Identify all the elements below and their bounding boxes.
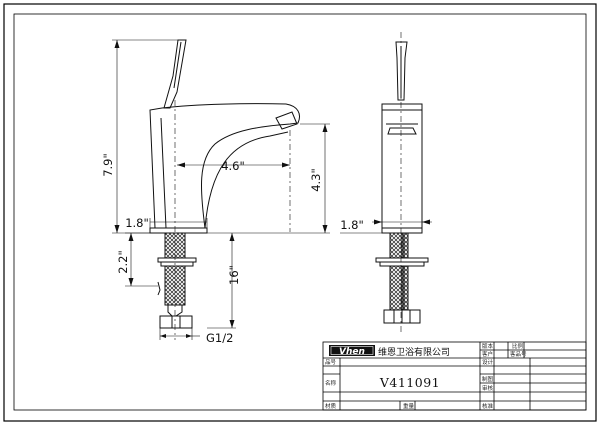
dim-hose-length: 16" xyxy=(227,265,241,285)
model-number: V411091 xyxy=(379,375,440,390)
dim-base-width-front: 1.8" xyxy=(340,218,364,232)
side-hose-fitting xyxy=(159,315,193,329)
side-base xyxy=(149,227,208,234)
front-faucet-body xyxy=(381,103,423,229)
dim-spout-height: 4.3" xyxy=(309,168,323,192)
side-handle xyxy=(163,39,187,109)
sheet-inner-border xyxy=(13,13,587,411)
label-weight: 重量 xyxy=(403,402,415,410)
label-version: 版本 xyxy=(482,342,494,350)
label-customer: 客户 xyxy=(482,350,493,358)
brand-logo-badge xyxy=(329,345,375,356)
sheet-outer-border xyxy=(3,3,597,422)
side-dimension-lines xyxy=(112,39,330,340)
side-arrowheads xyxy=(114,40,328,338)
side-aerator xyxy=(275,111,298,130)
label-item-no: 品号 xyxy=(325,359,337,366)
label-customer-item-no: 客品号 xyxy=(510,350,527,358)
company-name: 维恩卫浴有限公司 xyxy=(378,346,450,358)
label-approval: 核准 xyxy=(482,402,494,410)
dim-base-width-side: 1.8" xyxy=(125,216,149,230)
brand-logo-text: Vhen xyxy=(339,347,365,357)
label-drafting: 制图 xyxy=(482,375,494,383)
label-scale: 比例 xyxy=(512,342,524,350)
side-center-lines xyxy=(174,100,291,340)
front-base xyxy=(381,227,423,234)
label-review: 审核 xyxy=(482,384,494,392)
front-aerator xyxy=(387,127,417,135)
side-view xyxy=(149,39,300,329)
front-view xyxy=(375,41,429,324)
label-material: 材质 xyxy=(325,402,337,410)
front-shank-right xyxy=(401,232,409,311)
front-handle xyxy=(395,41,408,101)
label-design: 设计 xyxy=(482,358,494,366)
dim-shank-length: 2.2" xyxy=(116,250,130,274)
dim-height-total: 7.9" xyxy=(101,153,115,177)
label-name: 名称 xyxy=(325,379,337,387)
title-block xyxy=(322,341,587,411)
dim-reach: 4.6" xyxy=(221,159,245,173)
front-arrowheads xyxy=(374,219,430,225)
dim-thread: G1/2 xyxy=(206,331,233,345)
side-faucet-body xyxy=(149,103,300,229)
